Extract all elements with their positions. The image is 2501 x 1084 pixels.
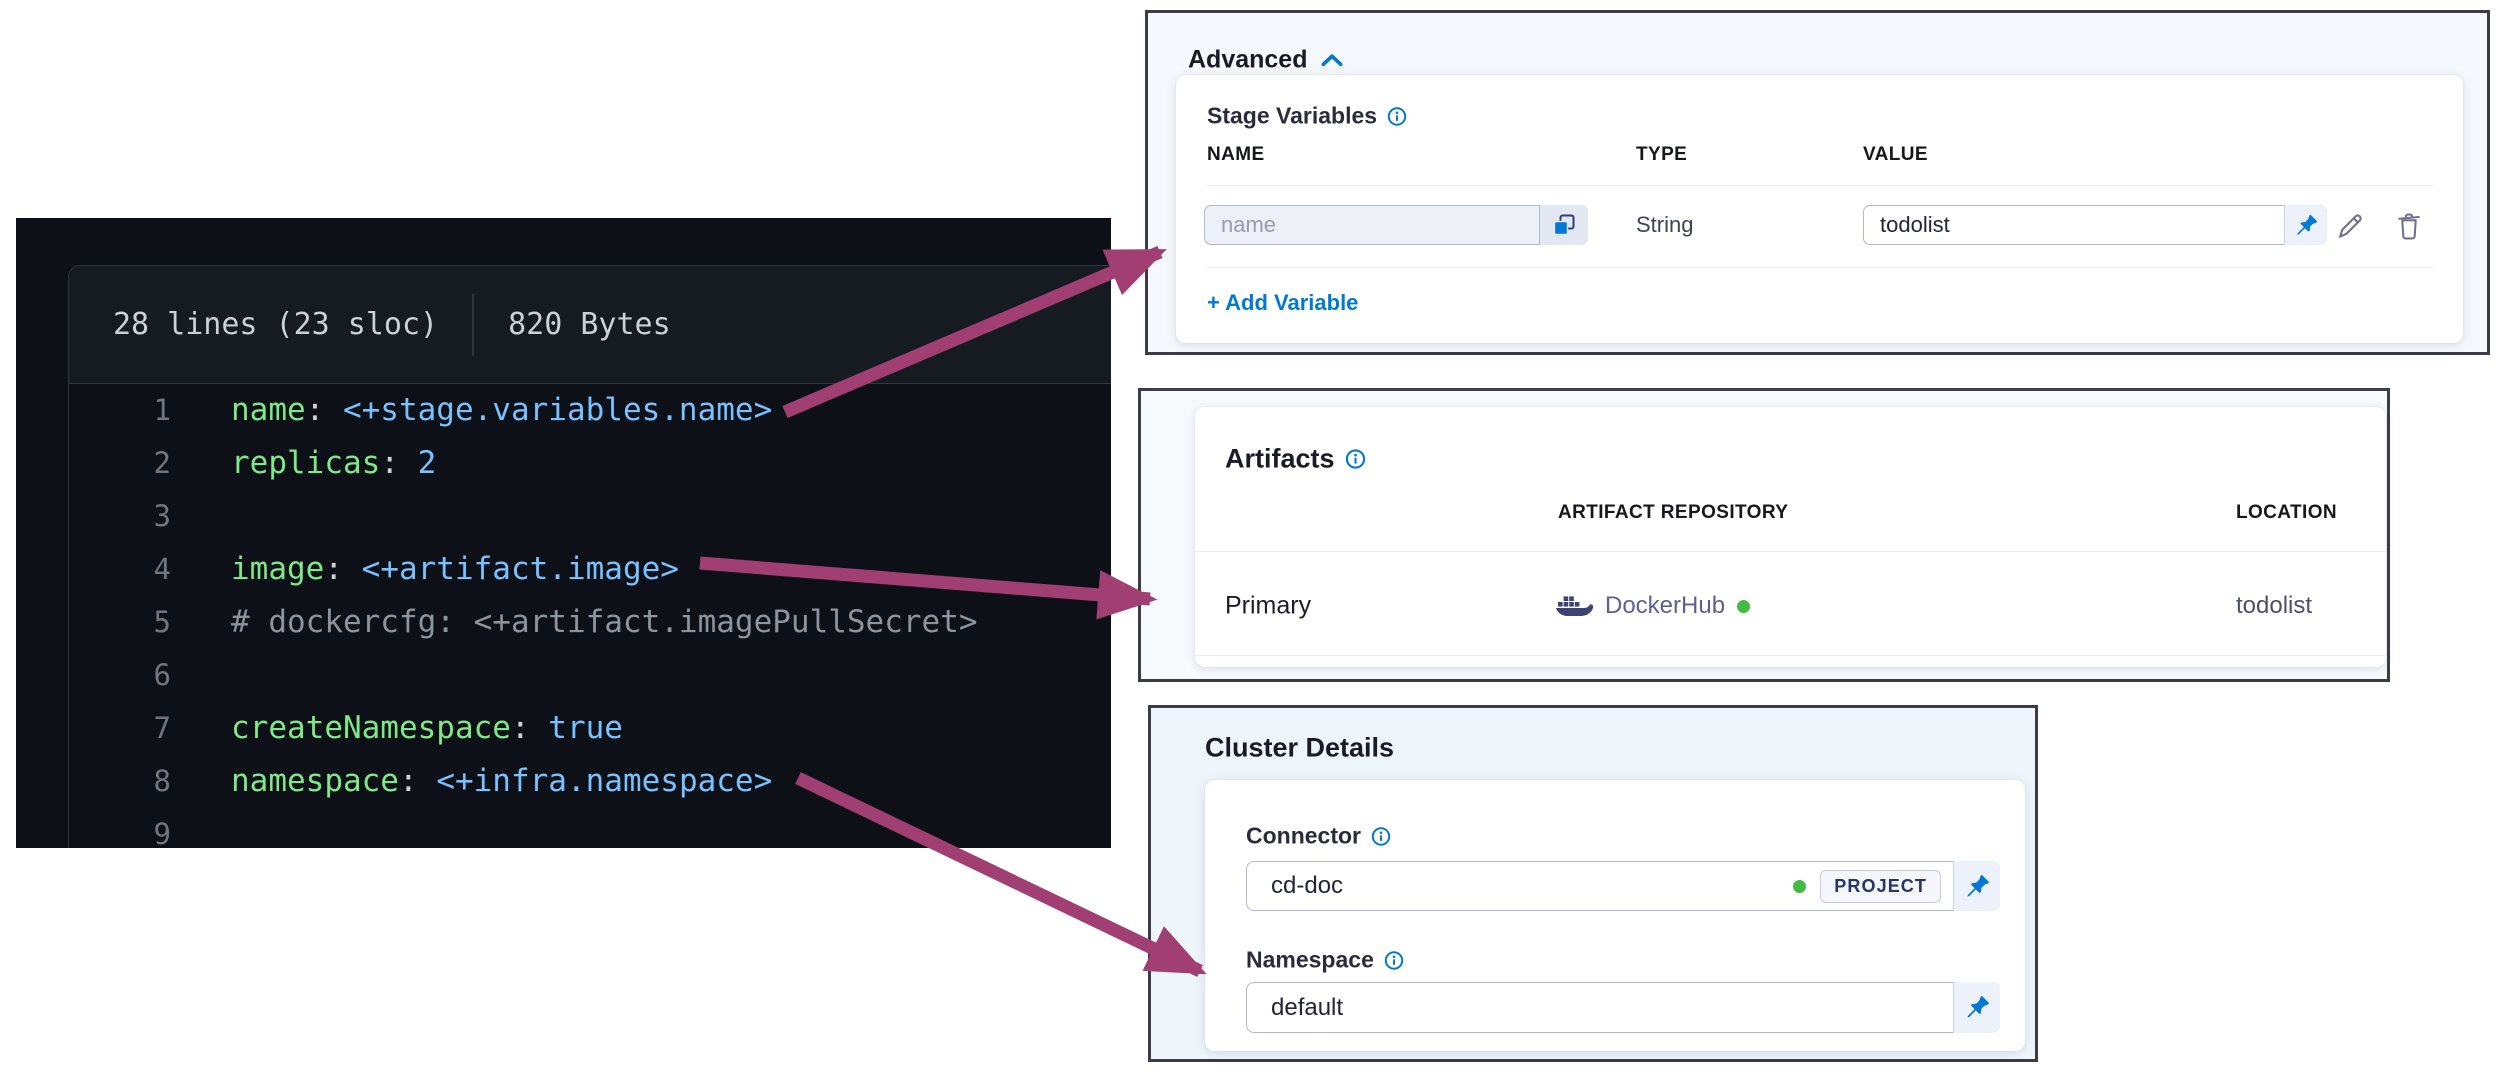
line-number[interactable]: 1 <box>153 392 171 427</box>
divider <box>1207 267 2433 268</box>
code-line-text: # dockercfg: <+artifact.imagePullSecret> <box>231 603 978 640</box>
info-icon[interactable] <box>1384 950 1404 970</box>
line-number[interactable]: 2 <box>153 445 171 480</box>
advanced-section-toggle[interactable]: Advanced <box>1188 46 1343 75</box>
line-number[interactable]: 7 <box>153 710 171 745</box>
divider <box>1195 655 2386 656</box>
code-line: 9 <box>17 807 1111 849</box>
cluster-details-title: Cluster Details <box>1205 732 1395 763</box>
line-number[interactable]: 6 <box>153 657 171 692</box>
copy-icon <box>1553 214 1575 236</box>
copy-button[interactable] <box>1539 205 1588 245</box>
edit-variable-button[interactable] <box>2335 211 2365 241</box>
connected-status-dot <box>1737 599 1751 613</box>
namespace-input[interactable] <box>1247 993 1999 1022</box>
artifacts-card: Artifacts ARTIFACT REPOSITORY LOCATION P… <box>1195 407 2386 667</box>
code-lines: 1 name: <+stage.variables.name> 2 replicas:… <box>17 383 1111 849</box>
line-number[interactable]: 5 <box>153 604 171 639</box>
connector-status-dot <box>1793 879 1807 893</box>
code-line: 7 createNamespace: true <box>17 701 1111 754</box>
column-header-type: TYPE <box>1636 144 1688 165</box>
connector-label: Connector <box>1246 823 1391 850</box>
variable-value-field[interactable] <box>1863 205 2327 245</box>
artifact-row-label: Primary <box>1225 591 1312 620</box>
pin-button[interactable] <box>1953 982 2000 1033</box>
code-line: 5 # dockercfg: <+artifact.imagePullSecret… <box>17 595 1111 648</box>
file-size: 820 Bytes <box>508 307 671 342</box>
line-number[interactable]: 8 <box>153 763 171 798</box>
code-line-text: image: <+artifact.image> <box>231 550 679 587</box>
code-line: 2 replicas: 2 <box>17 436 1111 489</box>
connector-scope-badge: PROJECT <box>1820 869 1941 903</box>
info-icon[interactable] <box>1387 106 1407 126</box>
advanced-panel: Advanced Stage Variables NAME TYPE VALUE <box>1145 10 2490 355</box>
code-line: 6 <box>17 648 1111 701</box>
connector-input[interactable] <box>1247 872 1794 900</box>
file-lines-count: 28 lines (23 sloc) <box>113 307 439 342</box>
divider <box>1195 551 2386 552</box>
variable-name-input[interactable] <box>1205 212 1587 238</box>
code-line: 1 name: <+stage.variables.name> <box>17 383 1111 436</box>
artifact-repository-cell[interactable]: DockerHub <box>1555 592 1751 620</box>
namespace-label: Namespace <box>1246 947 1404 974</box>
advanced-title: Advanced <box>1188 45 1308 74</box>
code-line-text: replicas: 2 <box>231 444 437 481</box>
delete-variable-button[interactable] <box>2396 211 2423 241</box>
column-header-artifact-repository: ARTIFACT REPOSITORY <box>1558 502 1789 523</box>
file-meta-divider <box>472 293 475 356</box>
column-header-name: NAME <box>1207 144 1265 165</box>
artifacts-title: Artifacts <box>1225 444 1366 475</box>
line-number[interactable]: 9 <box>153 816 171 849</box>
stage-variables-card: Stage Variables NAME TYPE VALUE S <box>1176 75 2463 343</box>
docker-whale-icon <box>1556 596 1593 616</box>
column-header-value: VALUE <box>1863 144 1928 165</box>
code-line: 3 <box>17 489 1111 542</box>
namespace-field[interactable] <box>1246 982 2000 1033</box>
code-line-text: createNamespace: true <box>231 709 623 746</box>
pin-button[interactable] <box>1953 861 2000 911</box>
info-icon[interactable] <box>1345 449 1366 470</box>
file-box: 28 lines (23 sloc) 820 Bytes 1 name: <+st… <box>68 265 1111 848</box>
chevron-up-icon[interactable] <box>1321 54 1343 67</box>
trash-icon <box>2398 213 2420 240</box>
code-line: 8 namespace: <+infra.namespace> <box>17 754 1111 807</box>
connector-field[interactable]: PROJECT <box>1246 861 2000 911</box>
file-header: 28 lines (23 sloc) 820 Bytes <box>69 266 1111 384</box>
line-number[interactable]: 3 <box>153 498 171 533</box>
stage-variables-label: Stage Variables <box>1207 103 1407 130</box>
pin-button[interactable] <box>2284 205 2327 245</box>
code-viewer: 28 lines (23 sloc) 820 Bytes 1 name: <+st… <box>16 218 1111 848</box>
artifact-location: todolist <box>2236 592 2313 619</box>
pin-icon <box>1966 874 1989 897</box>
code-line-text: name: <+stage.variables.name> <box>231 391 773 428</box>
code-line: 4 image: <+artifact.image> <box>17 542 1111 595</box>
variable-value-input[interactable] <box>1864 212 2326 238</box>
add-variable-button[interactable]: + Add Variable <box>1207 290 1359 315</box>
code-line-text: namespace: <+infra.namespace> <box>231 762 773 799</box>
variable-type-value: String <box>1636 212 1694 237</box>
info-icon[interactable] <box>1371 826 1391 846</box>
variable-name-field[interactable] <box>1204 205 1588 245</box>
artifact-repository-name: DockerHub <box>1605 592 1726 619</box>
artifacts-panel: Artifacts ARTIFACT REPOSITORY LOCATION P… <box>1138 388 2390 682</box>
pencil-icon <box>2338 214 2362 238</box>
line-number[interactable]: 4 <box>153 551 171 586</box>
pin-icon <box>2296 214 2317 235</box>
pin-icon <box>1966 996 1989 1018</box>
column-header-location: LOCATION <box>2236 502 2338 523</box>
divider <box>1207 185 2433 186</box>
cluster-details-card: Connector PROJECT Namespa <box>1205 780 2025 1051</box>
cluster-details-panel: Cluster Details Connector PROJECT <box>1148 705 2038 1062</box>
